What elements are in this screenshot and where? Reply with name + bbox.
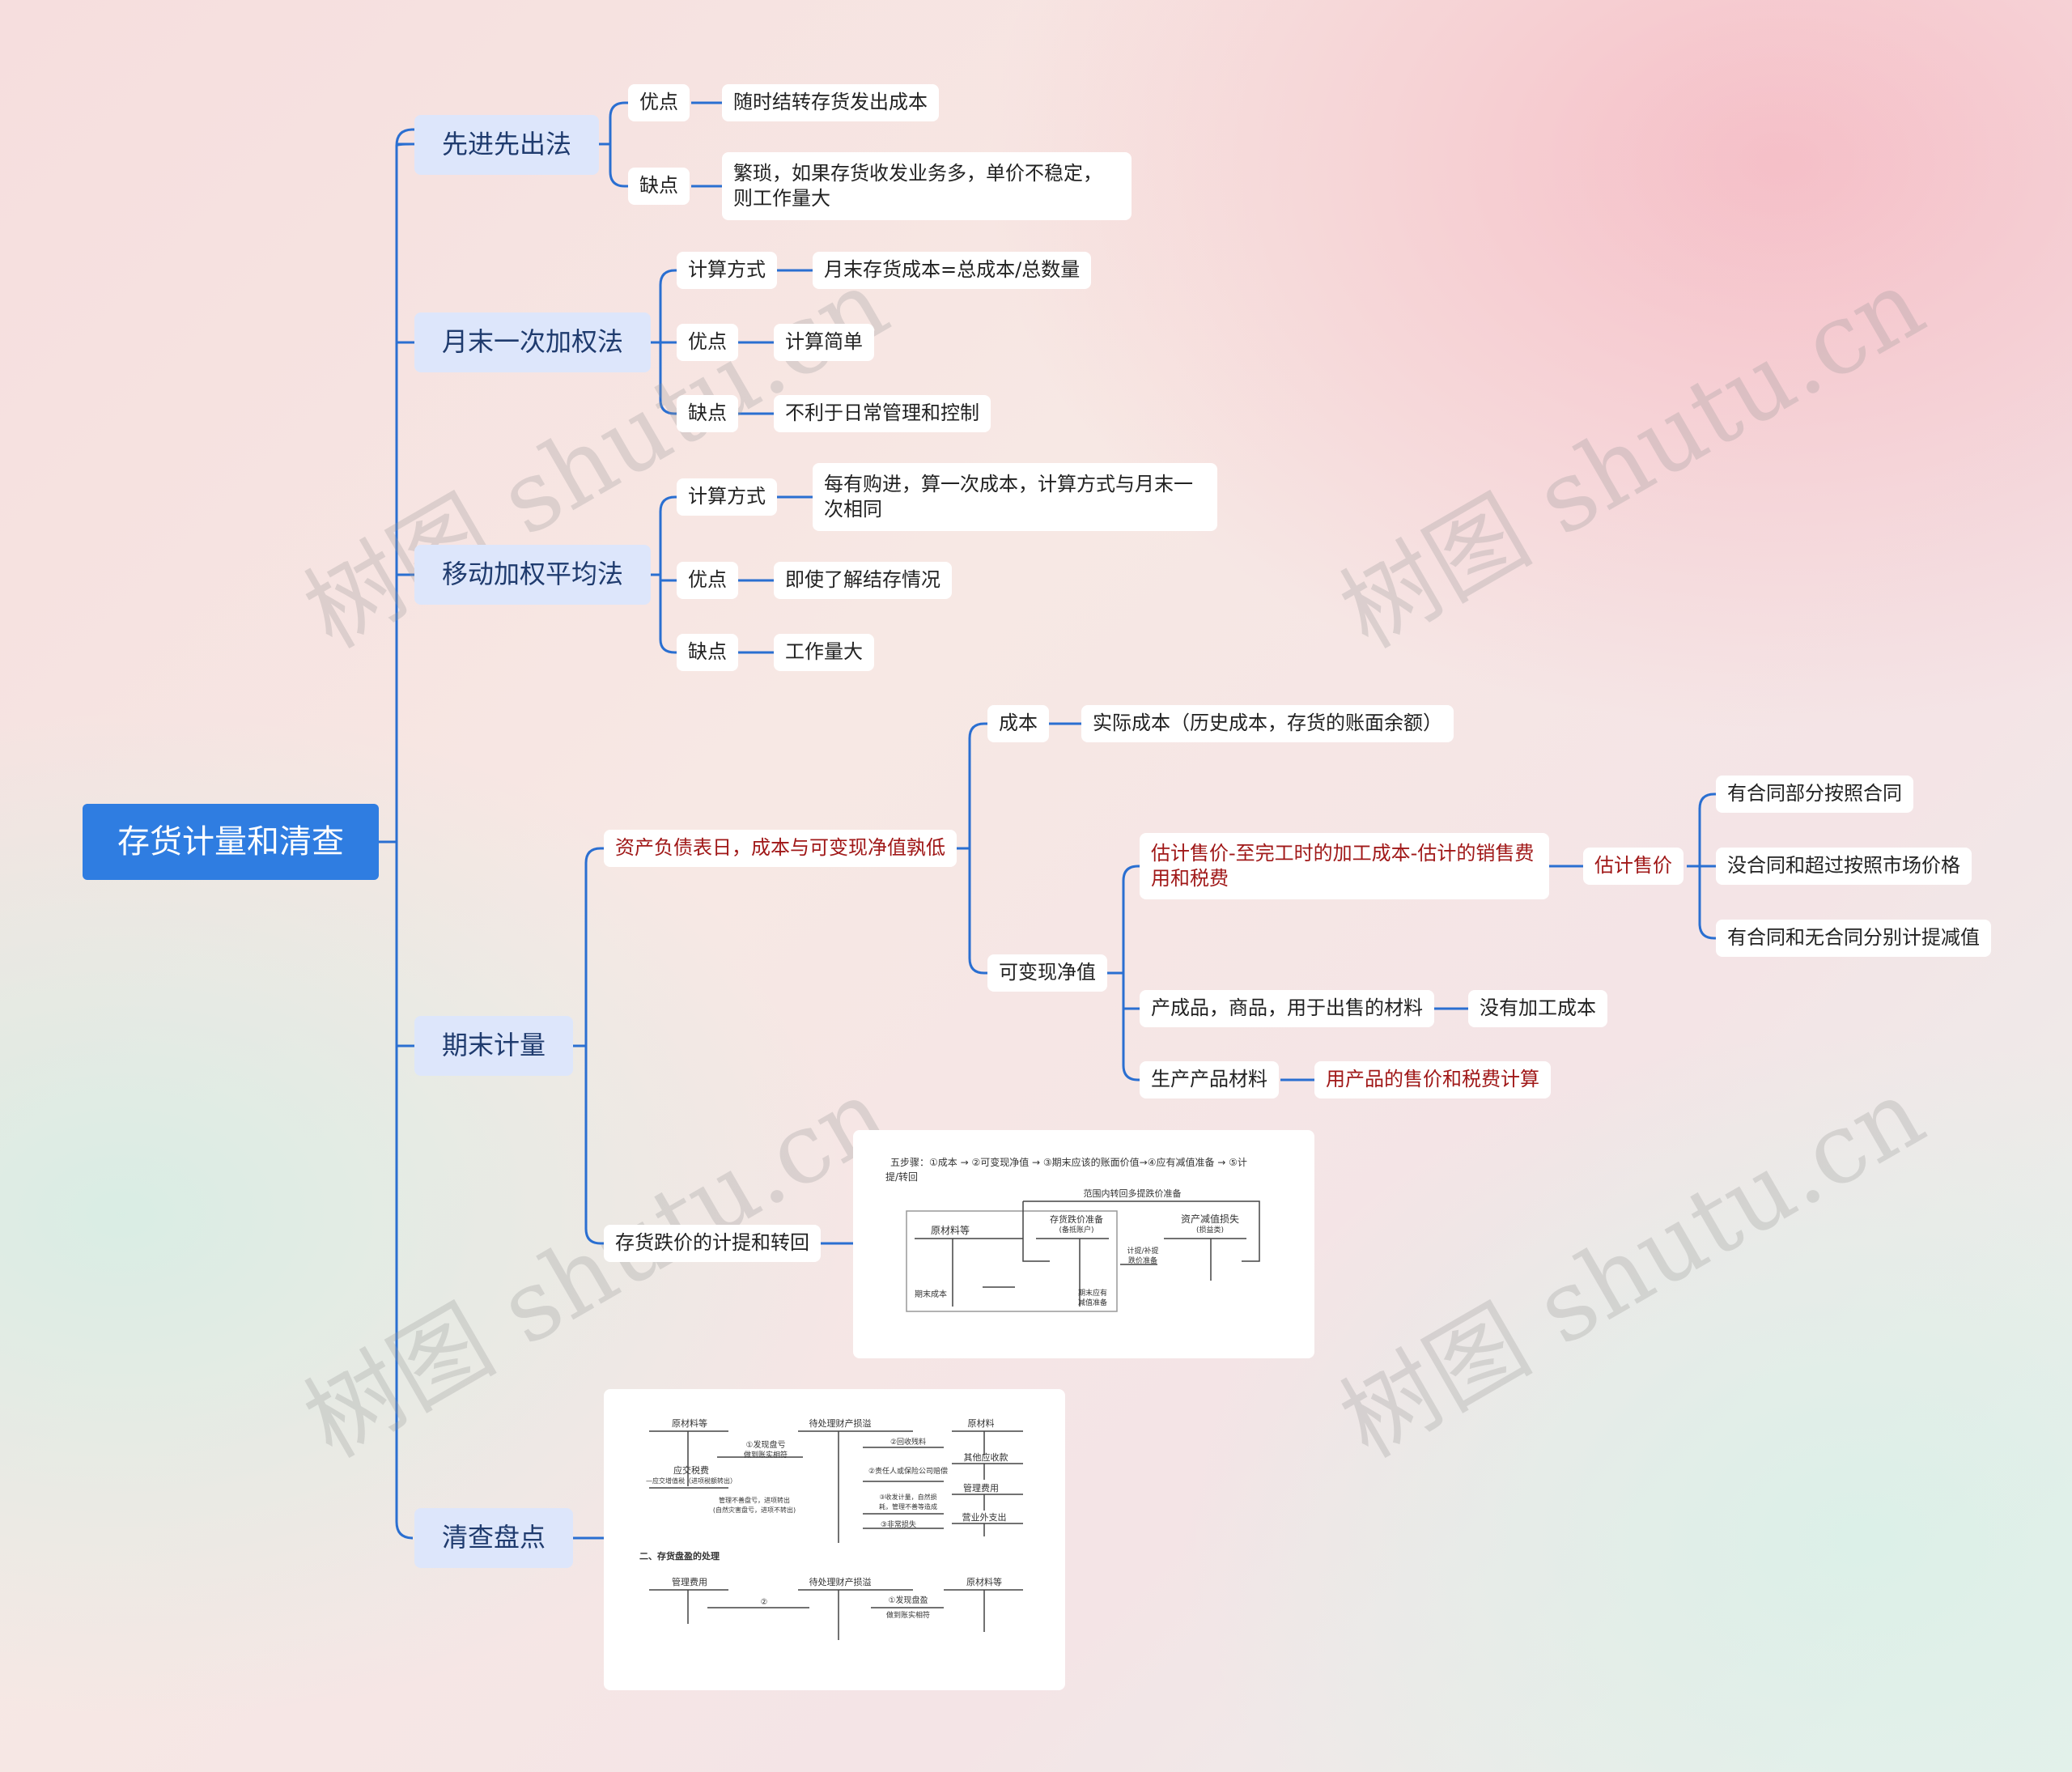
d1-acc2-bottom1: 期末应有 — [1078, 1288, 1107, 1298]
d2-b2: 待处理财产损溢 — [809, 1576, 872, 1587]
finished-goods[interactable]: 产成品，商品，用于出售的材料 — [1140, 990, 1434, 1027]
branch-inventory-count[interactable]: 清查盘点 — [414, 1508, 574, 1568]
est-item-contract[interactable]: 有合同部分按照合同 — [1716, 776, 1913, 813]
monthly-pro-label[interactable]: 优点 — [677, 324, 738, 361]
production-material[interactable]: 生产产品材料 — [1140, 1061, 1279, 1098]
monthly-con[interactable]: 不利于日常管理和控制 — [774, 395, 991, 432]
monthly-con-label[interactable]: 缺点 — [677, 395, 738, 432]
d2-bn2: ①发现盘盈 — [889, 1595, 928, 1605]
d2-r2n: ②责任人或保险公司赔偿 — [868, 1466, 948, 1476]
moving-calc-label[interactable]: 计算方式 — [677, 478, 777, 516]
d1-line1: 五步骤：①成本 → ②可变现净值 → ③期末应该的账面价值→④应有减值准备 → … — [890, 1156, 1247, 1168]
d1-acc2: 存货跌价准备 — [1050, 1213, 1103, 1225]
d2-a1: 原材料等 — [672, 1417, 707, 1429]
d2-b3: 原材料等 — [966, 1576, 1002, 1587]
d2-n1: ①发现盘亏 — [746, 1439, 786, 1450]
d2-a2: 待处理财产损溢 — [809, 1417, 872, 1429]
d1-acc2-bottom2: 减值准备 — [1078, 1298, 1107, 1307]
nrv-label[interactable]: 可变现净值 — [987, 954, 1107, 992]
d1-mid2: 跌价准备 — [1128, 1256, 1157, 1265]
moving-calc[interactable]: 每有购进，算一次成本，计算方式与月末一次相同 — [813, 463, 1217, 531]
d2-vat: 应交税费 — [673, 1464, 709, 1476]
branch-monthly-weighted[interactable]: 月末一次加权法 — [414, 312, 652, 372]
d1-acc1: 原材料等 — [931, 1225, 970, 1236]
est-item-separate[interactable]: 有合同和无合同分别计提减值 — [1716, 920, 1991, 957]
d2-n2: 管理不善盘亏，进项转出 — [719, 1496, 790, 1504]
d2-vat-sub: —应交增值税（进项税额转出） — [646, 1477, 737, 1485]
d1-acc2-sub: (备抵账户) — [1059, 1225, 1093, 1234]
d2-r3: 管理费用 — [963, 1482, 999, 1494]
d2-a3: 原材料 — [968, 1417, 995, 1429]
d2-r4: 营业外支出 — [962, 1511, 1007, 1523]
fifo-pro[interactable]: 随时结转存货发出成本 — [722, 84, 939, 121]
d1-acc3-sub: (损益类) — [1196, 1225, 1224, 1234]
d2-bn2b: 做到账实相符 — [886, 1610, 930, 1620]
d2-bn: ② — [761, 1598, 768, 1607]
monthly-pro[interactable]: 计算简单 — [774, 324, 874, 361]
d2-r2: 其他应收款 — [964, 1451, 1008, 1463]
inventory-count-diagram: 原材料等 待处理财产损溢 原材料 ①发现盘亏 做到账实相符 应交税费 —应交增值… — [604, 1389, 1065, 1690]
monthly-calc[interactable]: 月末存货成本=总成本/总数量 — [813, 252, 1092, 289]
root-node[interactable]: 存货计量和清查 — [83, 804, 379, 880]
branch-fifo[interactable]: 先进先出法 — [414, 115, 600, 175]
d1-line2: 提/转回 — [885, 1171, 918, 1183]
branch-period-end[interactable]: 期末计量 — [414, 1016, 574, 1076]
est-item-market[interactable]: 没合同和超过按照市场价格 — [1716, 848, 1972, 885]
d2-n2b: (自然灾害盘亏，进项不转出) — [713, 1506, 796, 1514]
production-material-note[interactable]: 用产品的售价和税费计算 — [1314, 1061, 1551, 1098]
d2-r1: ②回收残料 — [890, 1437, 926, 1447]
branch-moving-weighted[interactable]: 移动加权平均法 — [414, 545, 652, 605]
balance-sheet-rule[interactable]: 资产负债表日，成本与可变现净值孰低 — [604, 830, 957, 867]
d2-r3n2: 耗，管理不善等造成 — [879, 1502, 937, 1511]
d2-r3n: ③收发计量，自然损 — [879, 1493, 936, 1501]
d2-r4n: ③非常损失 — [881, 1519, 916, 1529]
moving-pro-label[interactable]: 优点 — [677, 562, 738, 599]
d2-n1b: 做到账实相符 — [744, 1450, 788, 1460]
moving-pro[interactable]: 即使了解结存情况 — [774, 562, 952, 599]
nrv-formula[interactable]: 估计售价-至完工时的加工成本-估计的销售费用和税费 — [1140, 833, 1549, 899]
fifo-con-label[interactable]: 缺点 — [628, 168, 690, 205]
moving-con-label[interactable]: 缺点 — [677, 634, 738, 671]
finished-goods-note[interactable]: 没有加工成本 — [1468, 990, 1607, 1027]
d1-top: 范围内转回多提跌价准备 — [1084, 1188, 1182, 1199]
writedown-diagram: 五步骤：①成本 → ②可变现净值 → ③期末应该的账面价值→④应有减值准备 → … — [853, 1130, 1314, 1358]
d2-b1: 管理费用 — [672, 1576, 707, 1587]
moving-con[interactable]: 工作量大 — [774, 634, 874, 671]
fifo-pro-label[interactable]: 优点 — [628, 84, 690, 121]
cost-label[interactable]: 成本 — [987, 705, 1049, 742]
writedown-node[interactable]: 存货跌价的计提和转回 — [604, 1225, 821, 1262]
estimated-price[interactable]: 估计售价 — [1583, 848, 1684, 885]
d2-section2: 二、存货盘盈的处理 — [639, 1550, 720, 1562]
d1-acc1-bottom: 期末成本 — [915, 1289, 947, 1299]
fifo-con[interactable]: 繁琐，如果存货收发业务多，单价不稳定，则工作量大 — [722, 152, 1132, 220]
cost-value[interactable]: 实际成本（历史成本，存货的账面余额） — [1081, 705, 1454, 742]
monthly-calc-label[interactable]: 计算方式 — [677, 252, 777, 289]
d1-acc3: 资产减值损失 — [1181, 1213, 1239, 1225]
d1-mid1: 计提/补提 — [1127, 1246, 1158, 1256]
